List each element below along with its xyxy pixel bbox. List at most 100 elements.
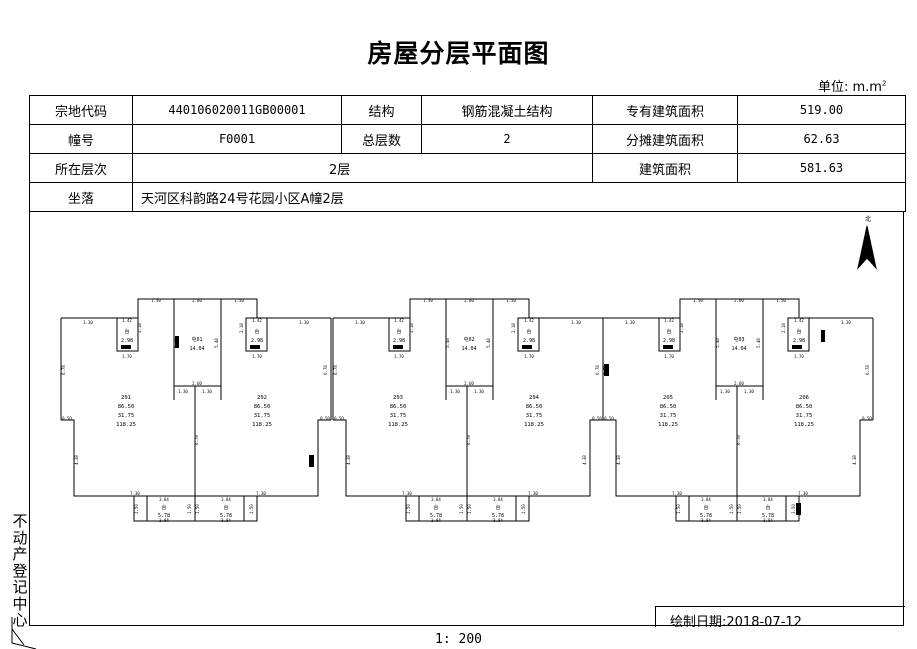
dimension-label: 7.30: [130, 491, 140, 496]
dimension-label: 1.70: [524, 354, 534, 359]
door-mark: [796, 503, 801, 515]
dimension-label: 1.30: [474, 389, 484, 394]
dimension-label: 4.38: [582, 455, 587, 465]
dimension-label: 1.42: [252, 318, 262, 323]
registry-vertical-label: 不动产登记中心: [12, 512, 28, 629]
north-balcony: [517, 317, 540, 352]
area-unit-superscript: 2: [881, 79, 887, 88]
building-area-label: 建筑面积: [592, 153, 738, 183]
dimension-label: 1.50: [249, 504, 254, 514]
south-balcony: [194, 495, 258, 522]
dimension-label: 3.84: [431, 497, 441, 502]
dimension-label: 1.50: [729, 504, 734, 514]
dimension-label: 0.50: [604, 416, 614, 421]
dimension-label: 1.50: [406, 504, 411, 514]
dimension-label: 2.18: [511, 323, 516, 333]
dimension-label: 1.30: [450, 389, 460, 394]
dimension-label: 5.48: [214, 338, 219, 348]
exclusive-area-value: 519.00: [737, 95, 906, 125]
door-mark: [604, 364, 609, 376]
dimension-label: 1.42: [394, 318, 404, 323]
unit-total-area: 118.25: [252, 422, 272, 428]
dimension-label: 1.50: [467, 504, 472, 514]
dimension-label: 1.70: [394, 354, 404, 359]
dimension-label: 1.30: [202, 389, 212, 394]
dimension-label: 1.42: [664, 318, 674, 323]
south-balcony-area: 5.78: [700, 513, 712, 519]
total-floors-label: 总层数: [341, 124, 422, 154]
north-balcony-label: 台: [124, 328, 129, 335]
unit-total-area: 118.25: [524, 422, 544, 428]
unit-number: 206: [799, 395, 809, 401]
unit-number: 205: [663, 395, 673, 401]
dimension-label: 3.84: [431, 518, 441, 523]
north-arrow: [857, 225, 877, 270]
south-balcony: [466, 495, 530, 522]
dimension-label: 0.50: [862, 416, 872, 421]
area-unit: 单位: m.m2: [818, 76, 886, 95]
north-balcony-area: 2.98: [251, 338, 263, 344]
dimension-label: 3.84: [221, 518, 231, 523]
dimension-label: 1.50: [151, 298, 161, 303]
dimension-label: 1.50: [187, 504, 192, 514]
area-unit-label: 单位: m.m: [818, 80, 882, 95]
wall-outline: [763, 298, 873, 319]
stair-label: 屯03: [733, 336, 744, 343]
wall-outline: [61, 298, 174, 319]
dimension-label: 7.30: [402, 491, 412, 496]
dimension-label: 2.60: [464, 298, 474, 303]
floor-plan-frame: [29, 212, 904, 626]
dimension-label: 1.42: [122, 318, 132, 323]
door-mark: [175, 336, 179, 348]
stair-area: 14.04: [189, 346, 204, 352]
dimension-label: 1.50: [676, 504, 681, 514]
dimension-label: 4.38: [852, 455, 857, 465]
dimension-label: 2.60: [192, 381, 202, 386]
south-balcony-label: 台: [765, 504, 770, 511]
dimension-label: 7.30: [672, 491, 682, 496]
dimension-label: 2.60: [192, 298, 202, 303]
north-balcony-area: 2.98: [793, 338, 805, 344]
north-balcony-label: 台: [254, 328, 259, 335]
unit-exclusive-area: 86.50: [390, 404, 407, 410]
floor-value: 2层: [132, 153, 593, 183]
unit-number: 204: [529, 395, 540, 401]
dimension-label: 7.30: [528, 491, 538, 496]
location-value: 天河区科韵路24号花园小区A幢2层: [132, 182, 906, 212]
dimension-label: 3.84: [221, 497, 231, 502]
dimension-label: 0.50: [592, 416, 602, 421]
dimension-label: 5.48: [486, 338, 491, 348]
dimension-label: 0.50: [320, 416, 330, 421]
dimension-label: 1.50: [195, 504, 200, 514]
dimension-label: 1.42: [794, 318, 804, 323]
unit-exclusive-area: 86.50: [526, 404, 543, 410]
unit-total-area: 118.25: [388, 422, 408, 428]
stair-area: 14.04: [731, 346, 746, 352]
unit-exclusive-area: 86.50: [118, 404, 135, 410]
north-arrow-icon: [857, 225, 877, 270]
dimension-label: 6.78: [61, 365, 66, 375]
floor-label: 所在层次: [29, 153, 133, 183]
dimension-label: 1.70: [794, 354, 804, 359]
unit-shared-area: 31.75: [118, 413, 135, 419]
dimension-label: 1.50: [693, 298, 703, 303]
parcel-code-label: 宗地代码: [29, 95, 133, 125]
stair-well: [715, 298, 764, 387]
dimension-label: 7.30: [256, 491, 266, 496]
north-balcony: [388, 317, 411, 352]
dimension-label: 3.84: [493, 497, 503, 502]
dimension-label: 1.42: [524, 318, 534, 323]
vent-mark: [121, 345, 131, 349]
dimension-label: 1.50: [234, 298, 244, 303]
dimension-label: 6.78: [323, 365, 328, 375]
dimension-label: 1.70: [252, 354, 262, 359]
dimension-label: 3.84: [763, 497, 773, 502]
dimension-label: 3.30: [299, 320, 309, 325]
vent-mark: [663, 345, 673, 349]
dimension-label: 2.18: [239, 323, 244, 333]
draw-date-box: [655, 606, 905, 627]
building-no-label: 幢号: [29, 124, 133, 154]
south-balcony-area: 5.78: [492, 513, 504, 519]
dimension-label: 1.30: [744, 389, 754, 394]
property-info-table: 宗地代码 440106020011GB00001 结构 钢筋混凝土结构 专有建筑…: [29, 95, 906, 212]
